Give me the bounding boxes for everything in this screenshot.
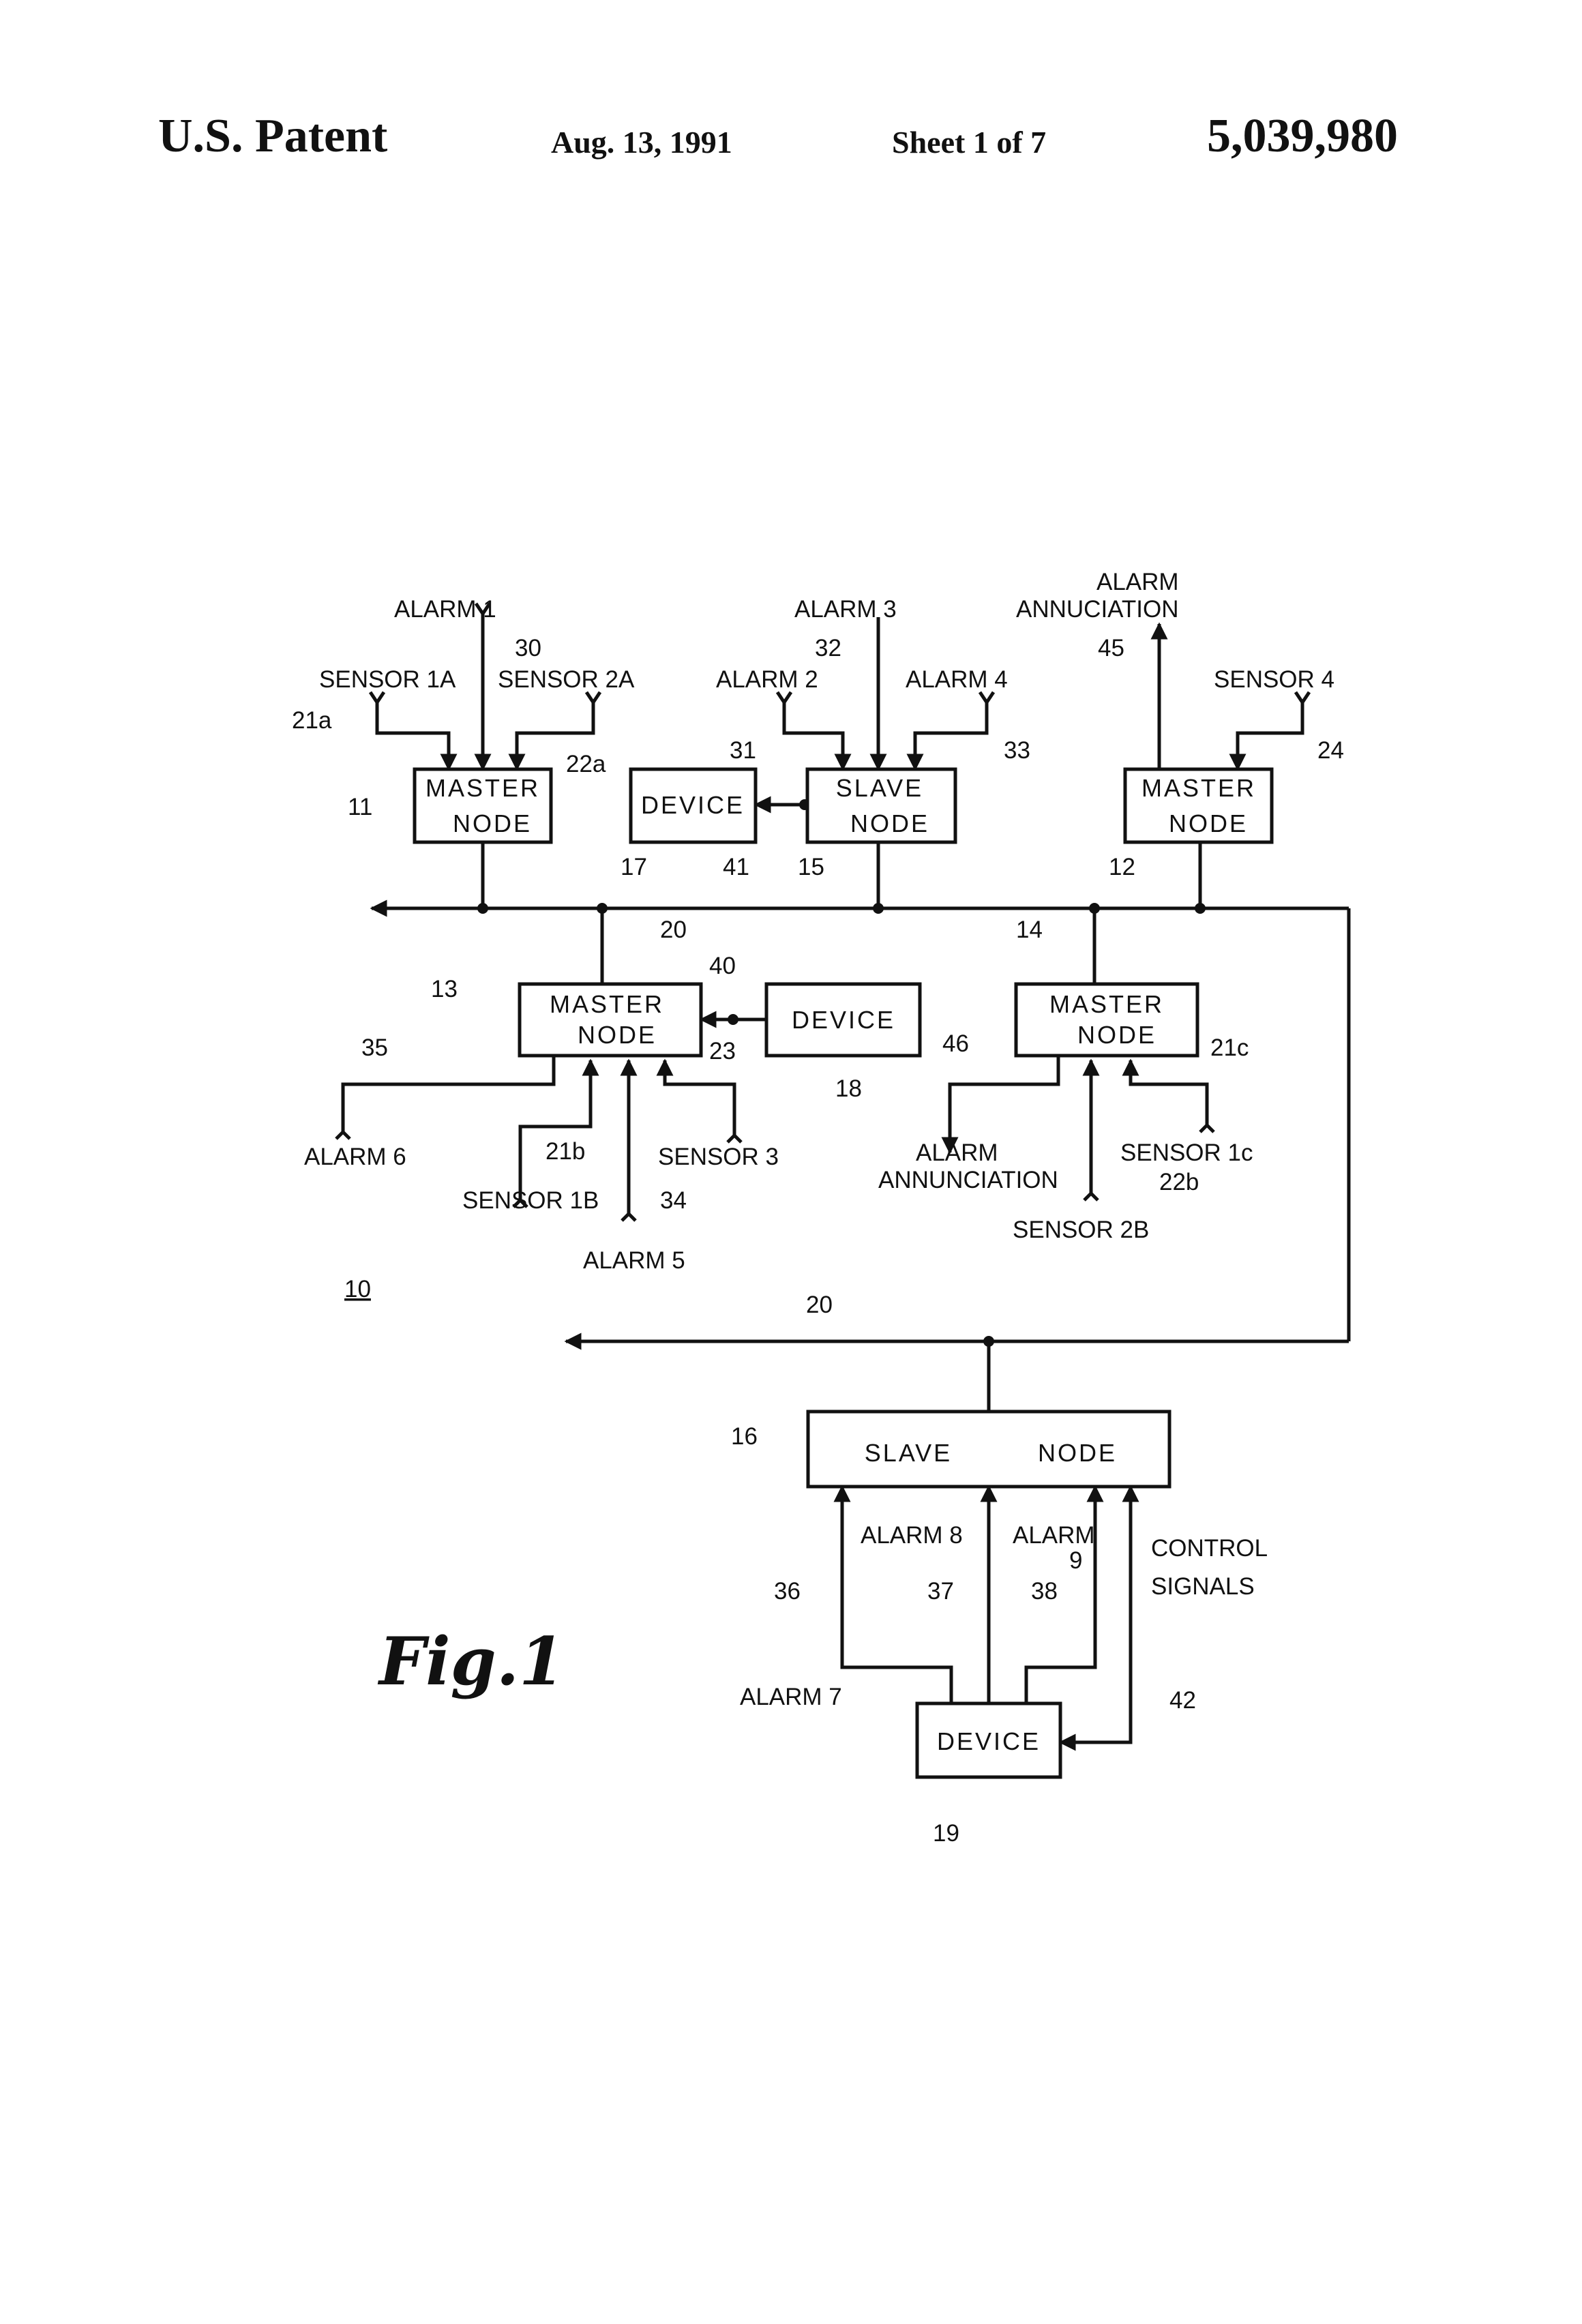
alarm-annunciation-mid-line2: ANNUNCIATION (878, 1167, 1058, 1193)
sensor-1a-label: SENSOR 1A (319, 666, 456, 693)
alarm-5-label: ALARM 5 (583, 1247, 685, 1274)
ref-23: 23 (709, 1038, 736, 1064)
alarm-annunciation-top-line2: ANNUCIATION (1016, 596, 1179, 623)
ref-21c: 21c (1210, 1034, 1249, 1061)
alarm-annunciation-top-line1: ALARM (1096, 569, 1179, 595)
device-19-label: DEVICE (937, 1727, 1041, 1755)
ref-31: 31 (730, 737, 756, 764)
master-node-12-line2: NODE (1169, 809, 1248, 837)
ref-21a: 21a (292, 707, 332, 734)
ref-20-bottom: 20 (806, 1292, 833, 1318)
sensor-2b-label: SENSOR 2B (1013, 1217, 1149, 1243)
ref-42: 42 (1169, 1687, 1196, 1714)
connection-lines (335, 602, 1351, 1751)
ref-24: 24 (1317, 737, 1344, 764)
ref-38: 38 (1031, 1578, 1058, 1605)
sensor-1b-label: SENSOR 1B (462, 1187, 599, 1214)
ref-18: 18 (835, 1075, 862, 1102)
patent-office-label: U.S. Patent (158, 110, 388, 162)
alarm-8-label: ALARM 8 (861, 1522, 963, 1549)
sheet-number: Sheet 1 of 7 (892, 125, 1047, 160)
alarm-3-label: ALARM 3 (794, 596, 897, 623)
ref-33: 33 (1004, 737, 1030, 764)
patent-date: Aug. 13, 1991 (551, 125, 732, 160)
ref-14: 14 (1016, 917, 1043, 943)
ref-19: 19 (933, 1820, 959, 1847)
device-18-box (764, 982, 922, 1058)
sensor-2a-label: SENSOR 2A (498, 666, 635, 693)
alarm-1-label: ALARM 1 (394, 596, 496, 623)
ref-21b: 21b (546, 1138, 585, 1165)
master-node-14-line2: NODE (1077, 1021, 1156, 1049)
control-signals-line2: SIGNALS (1151, 1573, 1255, 1600)
patent-number: 5,039,980 (1207, 110, 1398, 162)
sensor-1c-label: SENSOR 1c (1120, 1139, 1253, 1166)
alarm-6-label: ALARM 6 (304, 1144, 406, 1170)
slave-node-16-box (806, 1410, 1171, 1489)
ref-15: 15 (798, 854, 824, 880)
ref-22b: 22b (1159, 1169, 1199, 1195)
ref-35: 35 (361, 1034, 388, 1061)
ref-40: 40 (709, 953, 736, 979)
ref-16: 16 (731, 1423, 758, 1450)
master-node-12-line1: MASTER (1141, 774, 1256, 802)
device-17-label: DEVICE (641, 791, 745, 819)
figure-label: Fig.1 (377, 1623, 565, 1700)
sensor-3-label: SENSOR 3 (658, 1144, 779, 1170)
alarm-7-label: ALARM 7 (740, 1684, 842, 1710)
ref-12: 12 (1109, 854, 1135, 880)
patent-header: U.S. Patent Aug. 13, 1991 Sheet 1 of 7 5… (0, 109, 1582, 177)
master-node-13-line2: NODE (578, 1021, 657, 1049)
master-node-11-line2: NODE (453, 809, 532, 837)
master-node-13-box (518, 982, 703, 1058)
master-node-12-box (1123, 767, 1274, 844)
ref-13: 13 (431, 976, 458, 1002)
ref-37: 37 (927, 1578, 954, 1605)
bus-junctions (477, 799, 1206, 1347)
master-node-14-box (1014, 982, 1199, 1058)
master-node-11-line1: MASTER (426, 774, 540, 802)
alarm-4-label: ALARM 4 (906, 666, 1008, 693)
ref-34: 34 (660, 1187, 687, 1214)
ref-45: 45 (1098, 635, 1124, 661)
ref-11: 11 (348, 794, 372, 820)
device-18-label: DEVICE (792, 1006, 895, 1034)
slave-node-16-line2: NODE (1038, 1439, 1117, 1467)
control-signals-line1: CONTROL (1151, 1535, 1268, 1562)
alarm-2-label: ALARM 2 (716, 666, 818, 693)
slave-node-15-line1: SLAVE (836, 774, 923, 802)
master-node-11-box (413, 767, 553, 844)
ref-41: 41 (723, 854, 749, 880)
slave-node-16-line1: SLAVE (865, 1439, 952, 1467)
master-node-13-line1: MASTER (550, 990, 664, 1018)
ref-46: 46 (942, 1030, 969, 1057)
slave-node-15-line2: NODE (850, 809, 929, 837)
ref-32: 32 (815, 635, 841, 661)
sensor-4-label: SENSOR 4 (1214, 666, 1334, 693)
master-node-14-line1: MASTER (1049, 990, 1164, 1018)
alarm-9-label-line1: ALARM (1013, 1522, 1095, 1549)
ref-22a: 22a (566, 751, 606, 777)
alarm-annunciation-mid-line1: ALARM (916, 1139, 998, 1166)
device-19-box (915, 1701, 1062, 1779)
ref-17: 17 (621, 854, 647, 880)
ref-20-top: 20 (660, 917, 687, 943)
alarm-9-label-line2: 9 (1069, 1547, 1082, 1574)
device-17-box (629, 767, 758, 844)
slave-node-15-box (805, 767, 957, 844)
ref-30: 30 (515, 635, 541, 661)
ref-10: 10 (344, 1276, 371, 1302)
ref-36: 36 (774, 1578, 801, 1605)
